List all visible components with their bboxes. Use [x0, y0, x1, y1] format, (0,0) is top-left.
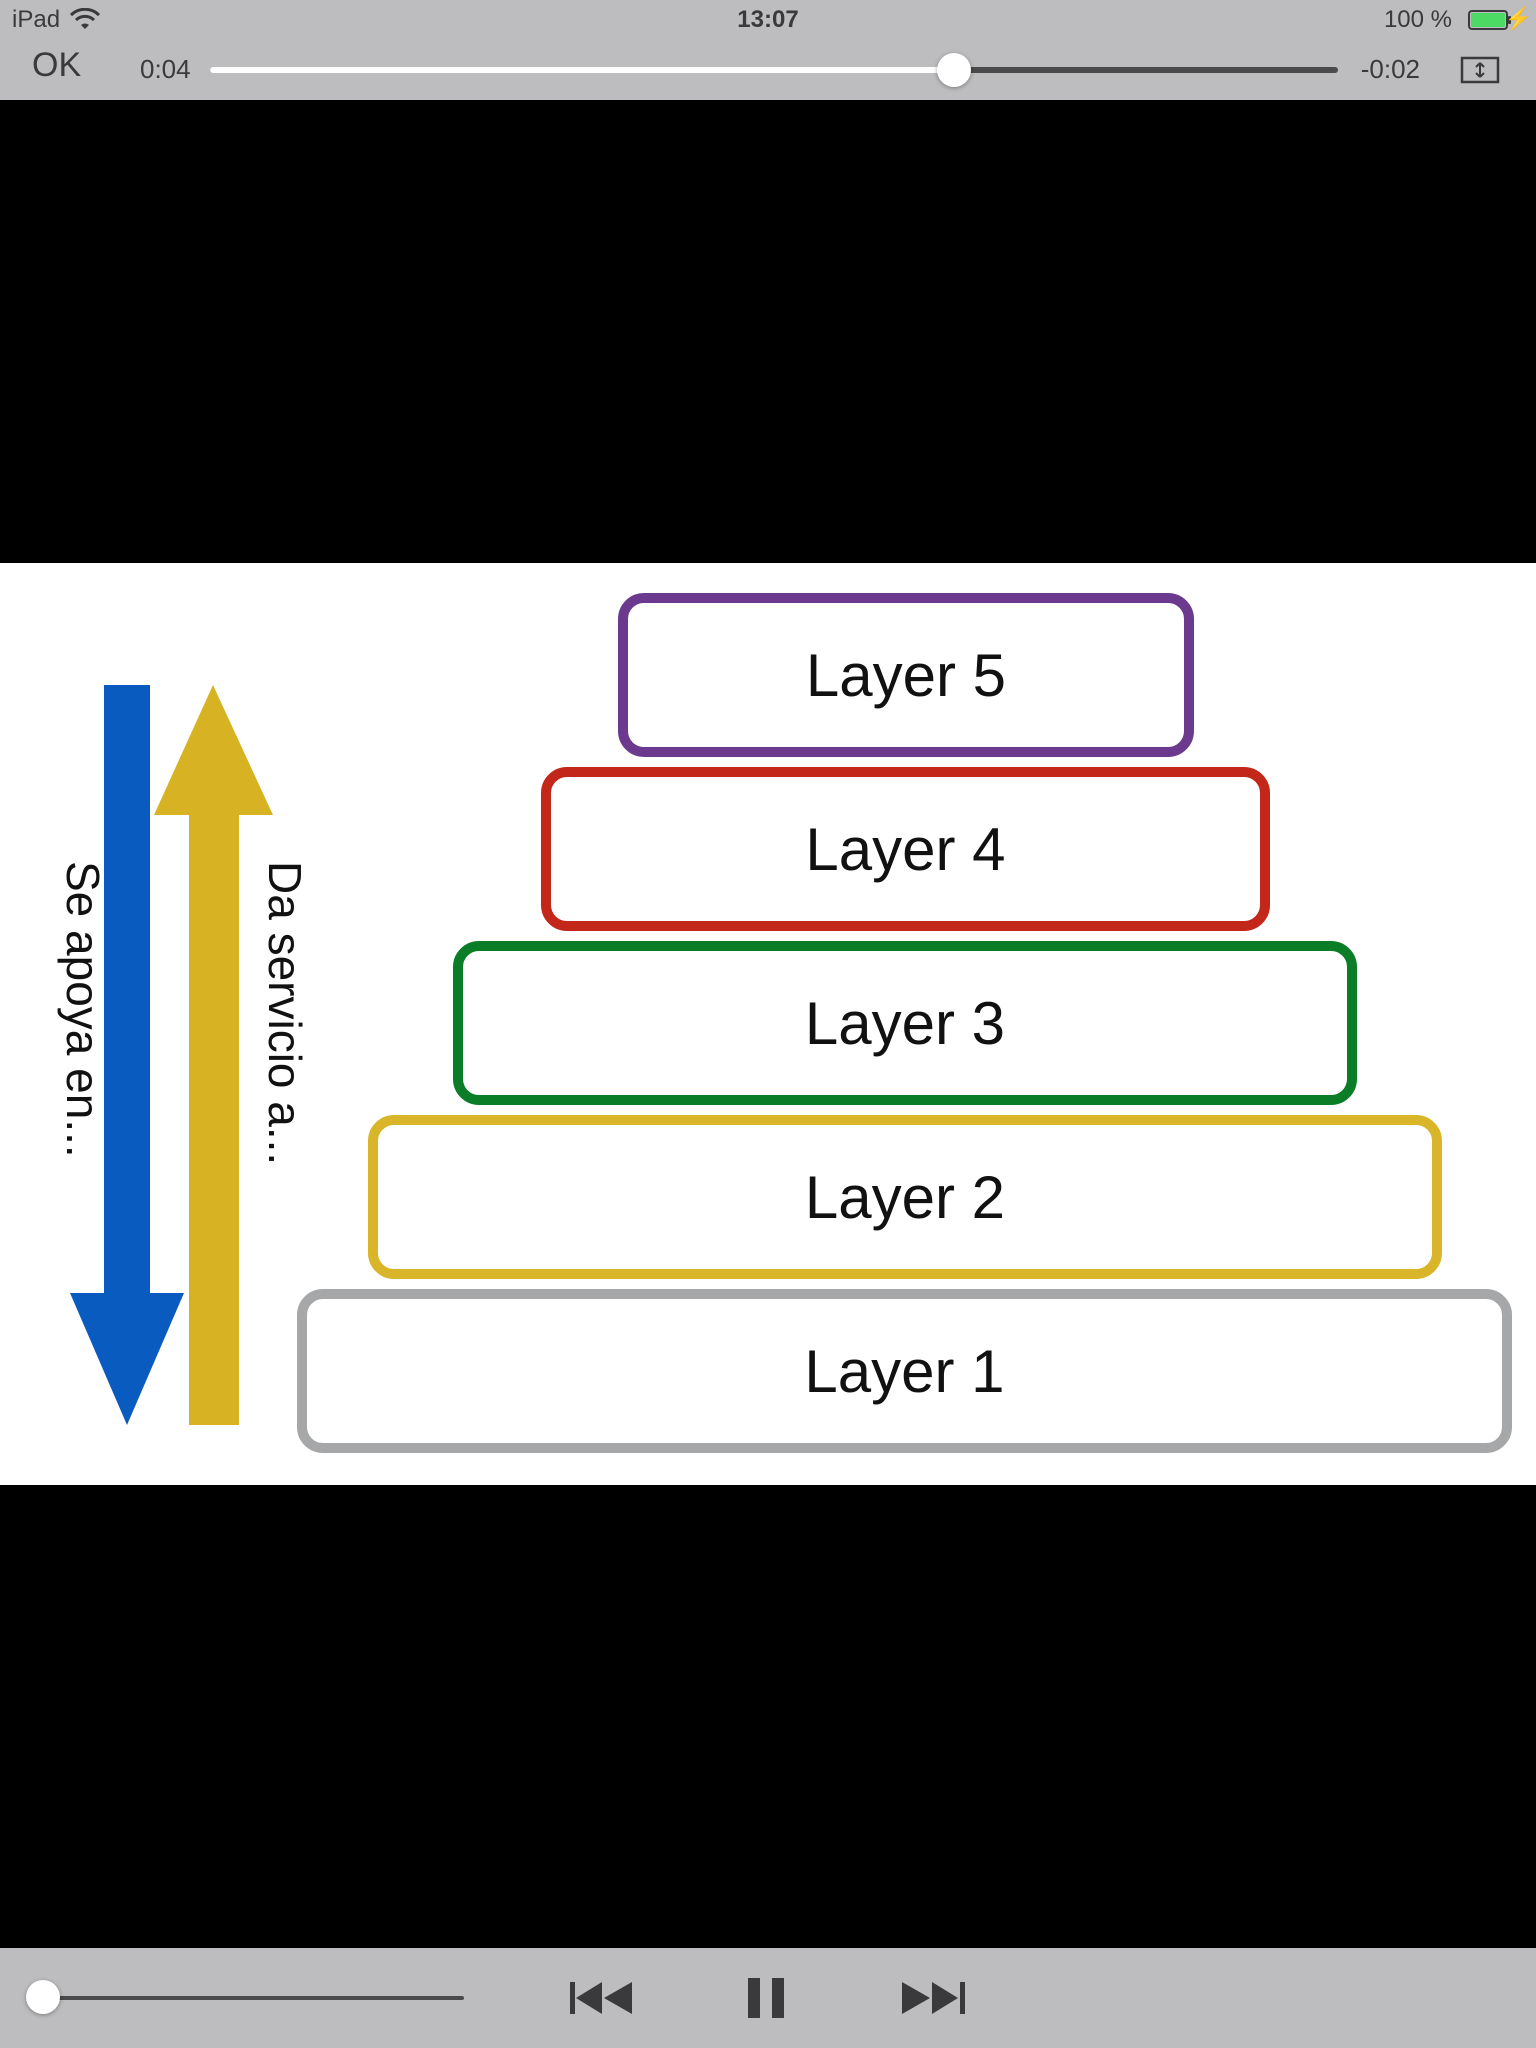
- layer-4-label: Layer 4: [805, 815, 1006, 883]
- down-arrow-label: Se apoya en...: [57, 861, 109, 1158]
- charging-bolt-icon: ⚡: [1504, 6, 1532, 31]
- scrubber-thumb[interactable]: [937, 53, 972, 87]
- volume-track: [44, 1996, 464, 2000]
- aspect-toggle-icon[interactable]: [1460, 54, 1500, 86]
- clock: 13:07: [737, 6, 799, 33]
- wifi-icon: [70, 8, 100, 29]
- direction-arrows: Se apoya en... Da servicio a...: [57, 685, 311, 1425]
- layer-1-box: Layer 1: [297, 1289, 1512, 1453]
- next-track-icon[interactable]: [894, 1970, 974, 2026]
- volume-thumb[interactable]: [26, 1980, 60, 2014]
- remaining-time: -0:02: [1360, 54, 1420, 84]
- volume-slider[interactable]: [26, 1978, 464, 2018]
- playback-scrubber[interactable]: [210, 40, 1338, 100]
- up-arrow-label: Da servicio a...: [259, 861, 311, 1166]
- pause-icon[interactable]: [728, 1970, 808, 2026]
- video-frame[interactable]: Se apoya en... Da servicio a... Layer 5 …: [0, 563, 1536, 1485]
- status-bar: iPad 13:07 100 % ⚡: [0, 0, 1536, 40]
- layer-2-box: Layer 2: [368, 1115, 1442, 1279]
- up-arrow-icon: [154, 685, 273, 1425]
- layer-4-box: Layer 4: [541, 767, 1270, 931]
- elapsed-time: 0:04: [140, 54, 191, 84]
- done-button[interactable]: OK: [32, 46, 82, 84]
- layer-5-label: Layer 5: [805, 641, 1007, 709]
- battery-icon: [1468, 10, 1511, 30]
- layer-5-box: Layer 5: [618, 593, 1194, 757]
- scrubber-played: [210, 67, 955, 73]
- arrows-graphic: [70, 685, 273, 1425]
- device-name: iPad: [12, 6, 61, 33]
- down-arrow-icon: [70, 685, 184, 1425]
- battery-percent: 100 %: [1383, 6, 1452, 33]
- video-bottom-controls: [0, 1948, 1536, 2048]
- layer-2-label: Layer 2: [804, 1163, 1006, 1231]
- layer-3-label: Layer 3: [804, 989, 1006, 1057]
- layer-1-label: Layer 1: [804, 1337, 1005, 1405]
- previous-track-icon[interactable]: [562, 1970, 642, 2026]
- layer-3-box: Layer 3: [453, 941, 1357, 1105]
- video-top-controls: OK 0:04 -0:02: [0, 40, 1536, 100]
